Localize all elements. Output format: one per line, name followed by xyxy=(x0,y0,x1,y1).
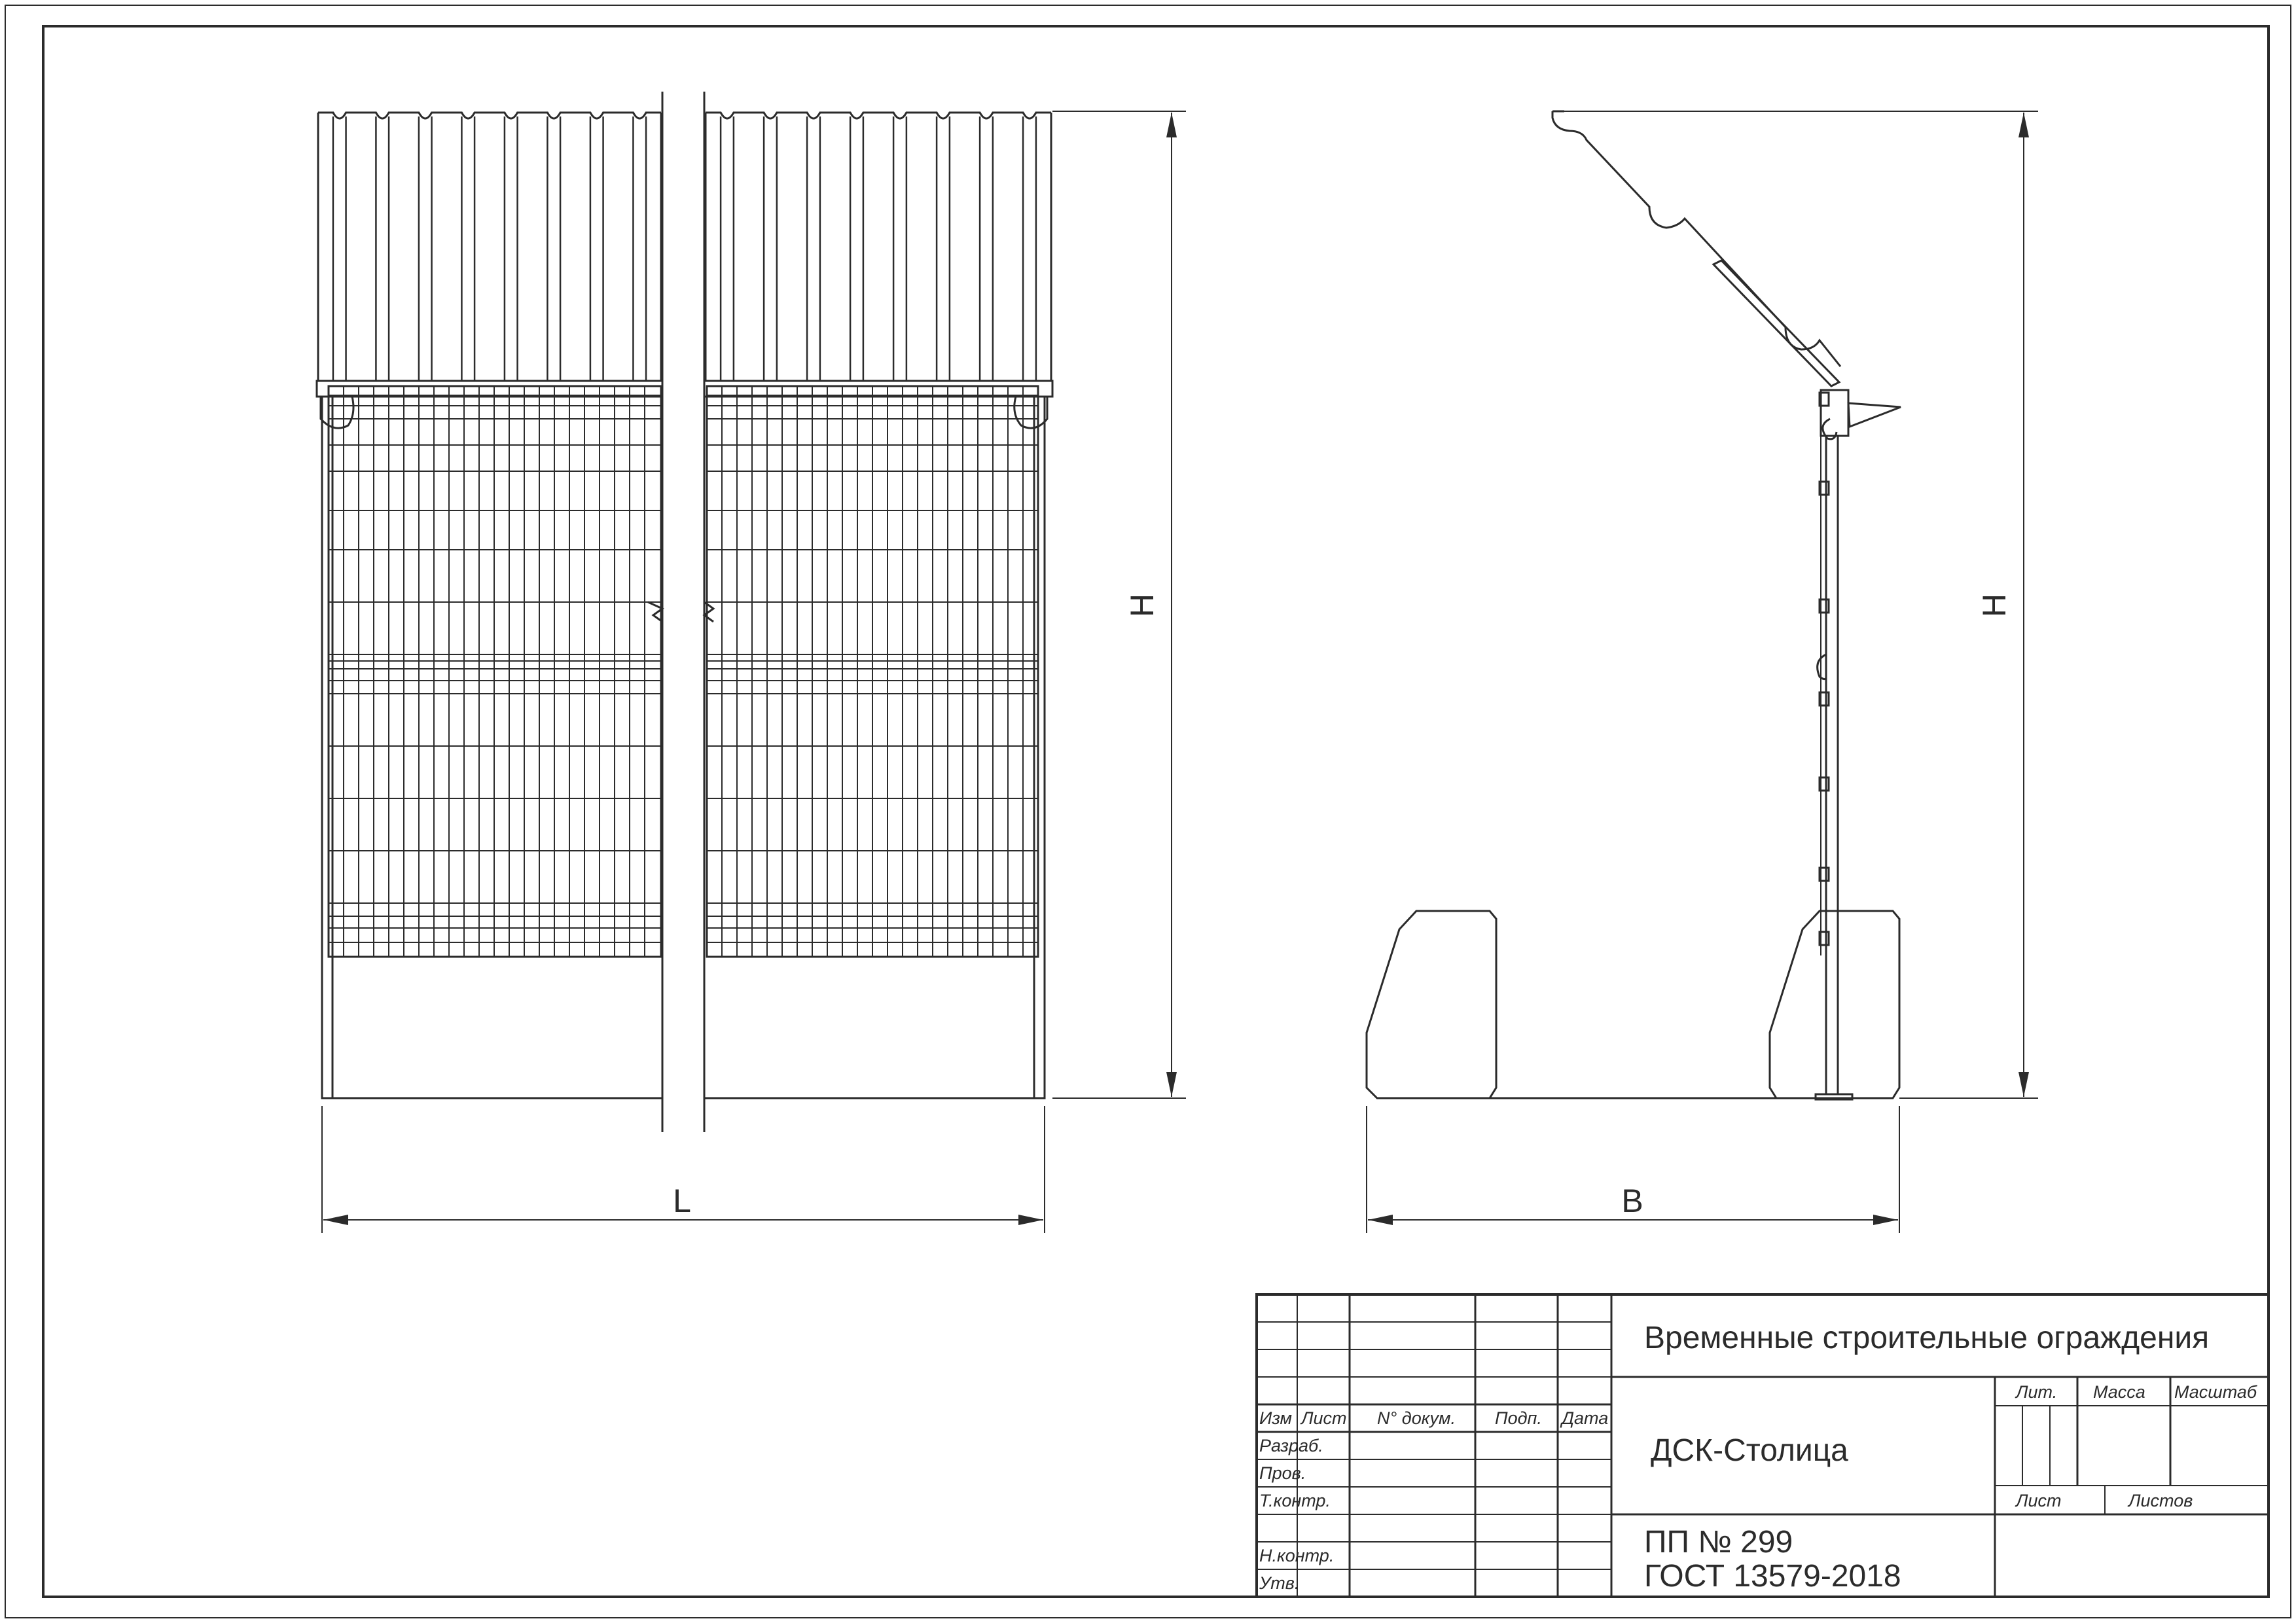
arrow-down-side xyxy=(2018,1072,2029,1097)
tb-sign: Подп. xyxy=(1495,1408,1542,1428)
clamp xyxy=(1818,391,1830,407)
arrow-up-side xyxy=(2018,113,2029,137)
roof-bracket-left xyxy=(319,396,355,429)
side-clamps xyxy=(1818,391,1830,946)
dim-h-side-label: H xyxy=(1976,594,2013,617)
concrete-block-left xyxy=(1365,910,1498,1099)
title-block-rows xyxy=(1257,1321,1611,1570)
tb-sheet: Лист xyxy=(2015,1491,2062,1510)
arrow-left xyxy=(323,1215,348,1225)
post-right xyxy=(1033,395,1046,1099)
tb-izm: Изм xyxy=(1259,1408,1292,1428)
mesh-panel-left xyxy=(327,385,662,958)
outer-frame xyxy=(5,5,2291,1618)
tb-doc-number: ПП № 299 xyxy=(1644,1525,1793,1560)
tb-lit: Лит. xyxy=(2015,1382,2057,1402)
tb-title: Временные строительные ограждения xyxy=(1644,1321,2209,1355)
tb-tkontr: Т.контр. xyxy=(1259,1491,1331,1510)
dim-h-front-label: H xyxy=(1124,594,1160,617)
top-bracket xyxy=(1820,389,1850,437)
break-zigzag-left xyxy=(647,601,664,623)
tb-sheets: Листов xyxy=(2127,1491,2193,1510)
tb-razrab: Разраб. xyxy=(1259,1436,1323,1455)
concrete-block-right xyxy=(1768,910,1901,1099)
roof-base-bar-right xyxy=(703,380,1054,398)
tb-list: Лист xyxy=(1300,1408,1347,1428)
clamp xyxy=(1818,598,1830,614)
arrow-up xyxy=(1166,113,1177,137)
clamp xyxy=(1818,691,1830,707)
drawing-border xyxy=(42,25,2270,1598)
roof-top-profile xyxy=(318,111,661,120)
mesh-panel-right xyxy=(706,385,1039,958)
bracket-knob xyxy=(1821,418,1838,440)
canopy-sheet xyxy=(1712,259,1841,387)
front-view: H L xyxy=(315,92,1186,1233)
tb-masshtab: Масштаб xyxy=(2174,1382,2257,1402)
tb-company: ДСК-Столица xyxy=(1651,1433,1848,1468)
clamp xyxy=(1818,866,1830,882)
break-zigzag-right xyxy=(702,601,715,623)
side-knob-mid xyxy=(1816,653,1827,681)
arrow-b-left xyxy=(1368,1215,1393,1225)
dim-l-label: L xyxy=(673,1183,691,1219)
title-block-frame xyxy=(1255,1293,2270,1598)
bracket-fin xyxy=(1847,402,1901,429)
tb-utv: Утв. xyxy=(1259,1573,1299,1593)
roof-top-profile xyxy=(706,111,1051,120)
tb-standard: ГОСТ 13579-2018 xyxy=(1644,1559,1901,1594)
base-plate xyxy=(1814,1093,1854,1101)
tb-massa: Масса xyxy=(2093,1382,2145,1402)
clamp xyxy=(1818,931,1830,946)
arrow-b-right xyxy=(1873,1215,1898,1225)
side-view: H B xyxy=(1365,110,2038,1233)
tb-nkontr: Н.контр. xyxy=(1259,1546,1334,1565)
post-left xyxy=(321,395,334,1099)
tb-prov: Пров. xyxy=(1259,1463,1306,1483)
clamp xyxy=(1818,480,1830,496)
title-block: Изм Лист N° докум. Подп. Дата Разраб. Пр… xyxy=(1255,1293,2270,1598)
corrugated-roof-right xyxy=(704,111,1052,381)
arrow-right xyxy=(1018,1215,1043,1225)
corrugated-roof-left xyxy=(317,111,662,381)
roof-base-bar-left xyxy=(315,380,664,398)
canopy-profile xyxy=(1551,111,1842,367)
tb-doc-no: N° докум. xyxy=(1377,1408,1456,1428)
clamp xyxy=(1818,776,1830,792)
roof-bracket-right xyxy=(1013,396,1049,429)
arrow-down xyxy=(1166,1072,1177,1097)
dim-b-label: B xyxy=(1621,1183,1643,1219)
tb-date: Дата xyxy=(1560,1408,1608,1428)
